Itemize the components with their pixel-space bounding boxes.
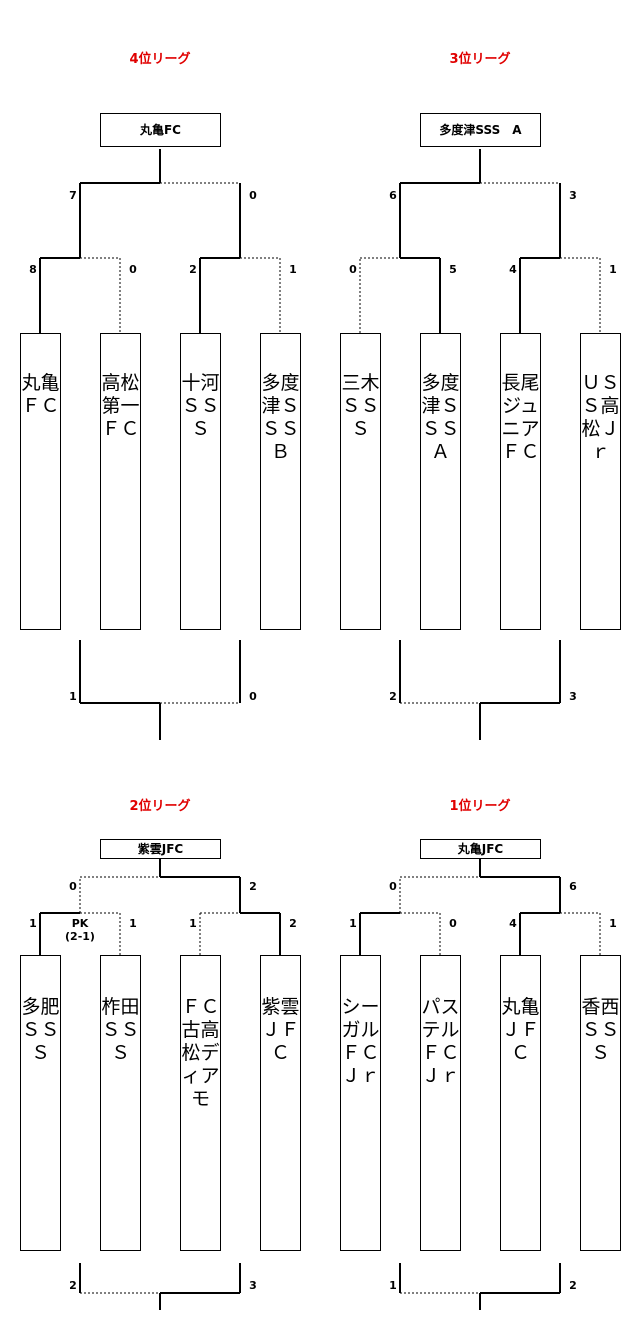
- team-box: 多度津ＳＳＳ Ａ: [420, 333, 479, 630]
- league-title: 1位リーグ: [449, 799, 511, 814]
- team-box: 丸亀ＦＣ: [20, 333, 61, 630]
- bracket-1st-league: 1位リーグ 丸亀JFC 0 6 1 0 4 1 シーガルＦＣＪｒ パステルＦＣＪ…: [0, 750, 641, 1333]
- semi-score-3: 1: [189, 917, 197, 930]
- final-score-left: 0: [69, 880, 77, 893]
- bracket-lines: [39, 858, 281, 1310]
- team-box: 丸亀ＪＦＣ: [500, 955, 541, 1251]
- semi-score-1: 0: [349, 263, 357, 276]
- bottom-score-left: 2: [69, 1279, 77, 1292]
- semi-score-2: 0: [449, 917, 457, 930]
- pk-label: PK: [71, 917, 89, 930]
- league-title: 4位リーグ: [129, 52, 191, 67]
- semi-score-2: 5: [449, 263, 457, 276]
- semi-score-2: 1: [129, 917, 137, 930]
- team-box: 高松第一ＦＣ: [100, 333, 141, 630]
- bracket-3rd-league: 3位リーグ 多度津SSS A 6 3 0 5 4 1 三木ＳＳＳ 多度津ＳＳＳ …: [340, 52, 621, 740]
- semi-score-1: 1: [29, 917, 37, 930]
- bracket-lines: [359, 858, 601, 1310]
- final-score-left: 0: [389, 880, 397, 893]
- team-box: 香西ＳＳＳ: [580, 955, 621, 1251]
- final-score-right: 6: [569, 880, 577, 893]
- bracket-2nd-league: 2位リーグ 紫雲JFC 0 2 1 1 1 2 PK (2-1) 多肥ＳＳＳ 柞…: [0, 750, 641, 1333]
- bracket-4th-league: 4位リーグ 丸亀FC 7 0 8 0 2 1 丸亀ＦＣ 高松第一ＦＣ 十河ＳＳＳ…: [20, 52, 319, 740]
- league-title: 2位リーグ: [129, 799, 191, 814]
- bracket-lines: [359, 149, 601, 740]
- winner-box: 丸亀JFC: [420, 839, 541, 859]
- semi-score-3: 4: [509, 263, 517, 276]
- semi-score-4: 1: [609, 263, 617, 276]
- semi-score-4: 1: [289, 263, 297, 276]
- bottom-score-right: 3: [249, 1279, 257, 1292]
- bracket-lines: [39, 149, 281, 740]
- team-box: 柞田ＳＳＳ: [100, 955, 141, 1251]
- team-box: 多度津ＳＳＳ Ｂ: [260, 333, 319, 630]
- bottom-score-right: 2: [569, 1279, 577, 1292]
- winner-box: 丸亀FC: [100, 113, 221, 147]
- team-box: シーガルＦＣＪｒ: [340, 955, 381, 1251]
- team-box: 十河ＳＳＳ: [180, 333, 221, 630]
- semi-score-4: 1: [609, 917, 617, 930]
- pk-note: PK (2-1): [55, 917, 105, 943]
- team-box: 紫雲ＪＦＣ: [260, 955, 301, 1251]
- team-box: ＵＳＳ高松Ｊｒ: [580, 333, 621, 630]
- bottom-score-left: 1: [69, 690, 77, 703]
- team-box: 多肥ＳＳＳ: [20, 955, 61, 1251]
- pk-score: (2-1): [65, 930, 95, 943]
- final-score-left: 7: [69, 189, 77, 202]
- league-title: 3位リーグ: [449, 52, 511, 67]
- team-box: 三木ＳＳＳ: [340, 333, 381, 630]
- team-box: パステルＦＣＪｒ: [420, 955, 461, 1251]
- final-score-right: 0: [249, 189, 257, 202]
- team-box: 長尾ジュニアＦＣ: [500, 333, 541, 630]
- bottom-score-left: 1: [389, 1279, 397, 1292]
- semi-score-1: 8: [29, 263, 37, 276]
- final-score-right: 3: [569, 189, 577, 202]
- final-score-left: 6: [389, 189, 397, 202]
- team-box: ＦＣ古高松ディアモ: [180, 955, 221, 1251]
- semi-score-2: 0: [129, 263, 137, 276]
- bottom-score-right: 3: [569, 690, 577, 703]
- semi-score-1: 1: [349, 917, 357, 930]
- winner-box: 紫雲JFC: [100, 839, 221, 859]
- semi-score-3: 4: [509, 917, 517, 930]
- semi-score-4: 2: [289, 917, 297, 930]
- final-score-right: 2: [249, 880, 257, 893]
- bottom-score-right: 0: [249, 690, 257, 703]
- semi-score-3: 2: [189, 263, 197, 276]
- bottom-score-left: 2: [389, 690, 397, 703]
- winner-box: 多度津SSS A: [420, 113, 541, 147]
